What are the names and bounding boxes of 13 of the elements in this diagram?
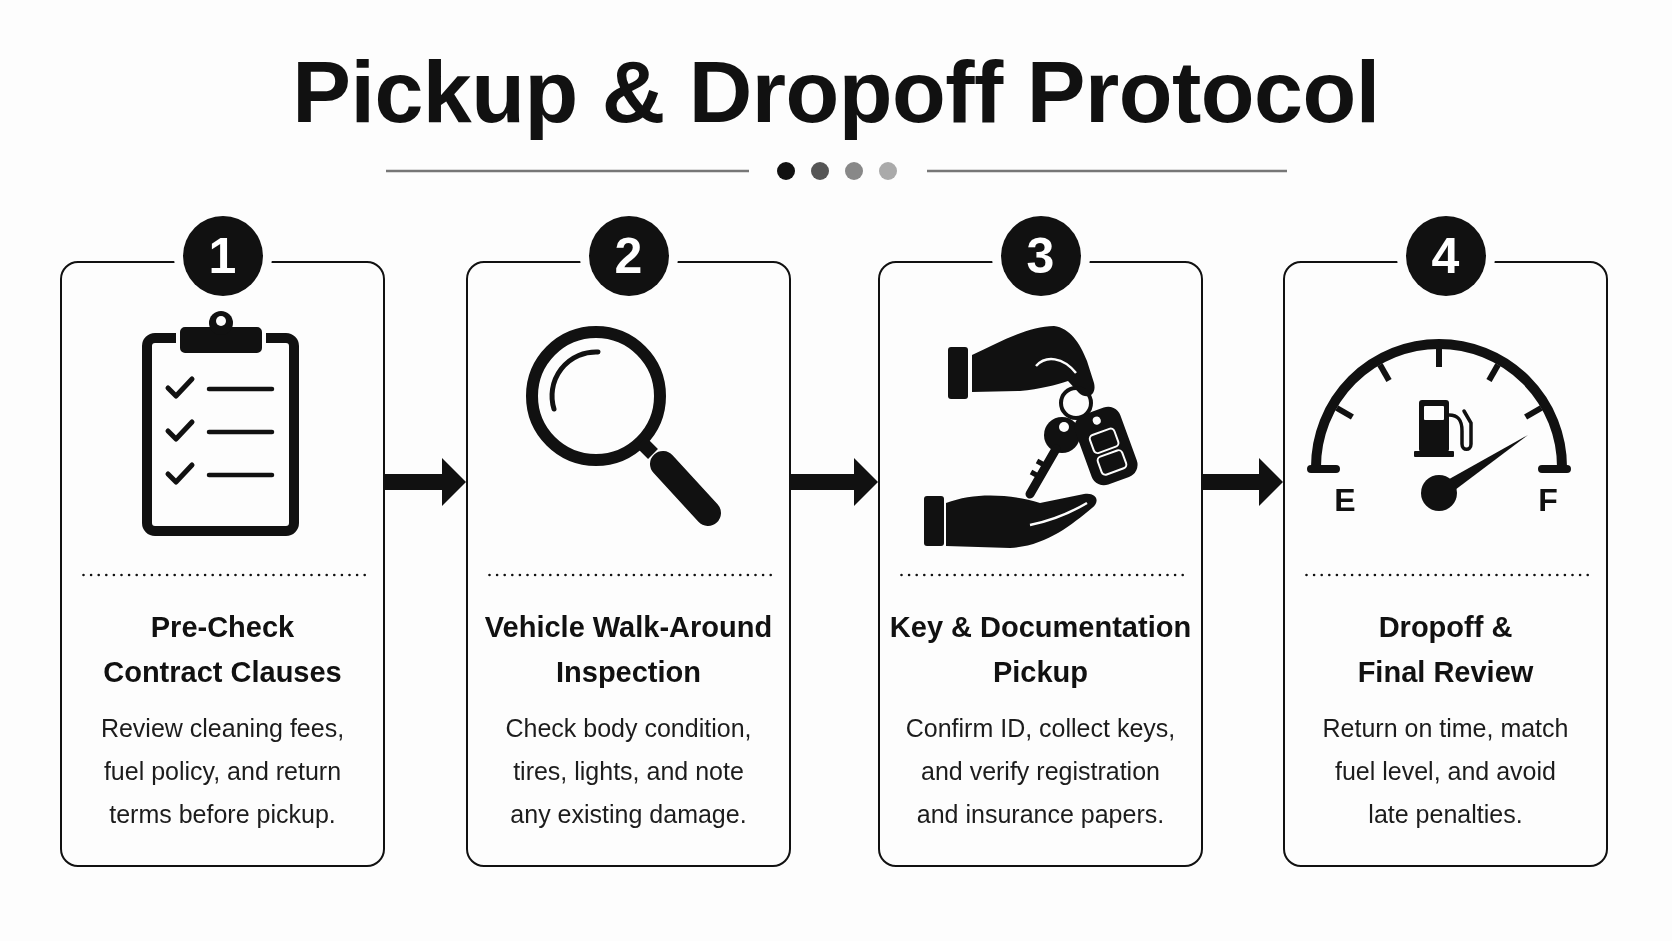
step-title: Pre-Check Contract Clauses <box>102 610 343 690</box>
step-description: Confirm ID, collect keys, and verify registration and insurance papers. <box>904 713 1177 830</box>
step-description: Check body condition, tires, lights, and note any existing damage. <box>504 713 753 830</box>
step-description: Return on time, match fuel level, and avoid late penalties. <box>1321 713 1570 830</box>
gauge-letter: E <box>1334 484 1356 516</box>
arrow <box>385 458 466 506</box>
arrow <box>791 458 878 506</box>
arrow <box>1203 458 1283 506</box>
step-title: Dropoff & Final Review <box>1356 610 1535 690</box>
step-description: Review cleaning fees, fuel policy, and return terms before pickup. <box>99 713 346 830</box>
step-title: Key & Documentation Pickup <box>888 610 1193 690</box>
step-title: Vehicle Walk-Around Inspection <box>483 610 774 690</box>
gauge-letter: F <box>1538 484 1558 516</box>
